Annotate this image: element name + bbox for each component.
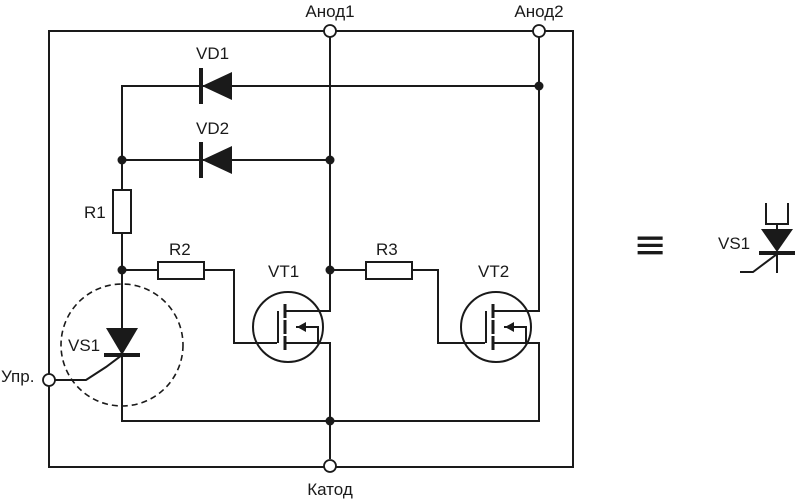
wire-r2-to-vt1-gate (203, 269, 258, 344)
transistor-vt2 (460, 291, 532, 363)
label-vs1: VS1 (68, 336, 100, 355)
resistor-r1 (112, 189, 132, 234)
junction-dot (117, 155, 127, 165)
junction-dot (325, 265, 335, 275)
wire-vt2-source (525, 342, 540, 422)
thyristor-vs1 (60, 283, 184, 407)
label-anode2: Анод2 (514, 2, 563, 21)
label-vt2: VT2 (478, 262, 509, 281)
junction-dot (325, 155, 335, 165)
wire-control (55, 353, 124, 381)
terminal-anode1 (323, 24, 337, 38)
resistor-r2 (157, 261, 205, 280)
thyristor-vs1-symbol (740, 203, 795, 273)
diode-vd2 (199, 142, 232, 178)
label-vt1: VT1 (268, 262, 299, 281)
terminal-control (42, 373, 56, 387)
label-r3: R3 (376, 240, 398, 259)
enclosure-frame (48, 30, 574, 468)
label-vd2: VD2 (196, 119, 229, 138)
label-anode1: Анод1 (305, 2, 354, 21)
junction-dot (325, 416, 335, 426)
label-control: Упр. (1, 367, 34, 386)
wire-r3-to-vt2-gate (411, 269, 467, 344)
terminal-anode2 (532, 24, 546, 38)
label-cathode: Катод (307, 480, 353, 499)
junction-dot (117, 265, 127, 275)
junction-dot (534, 81, 544, 91)
label-vs1-equivalent: VS1 (718, 234, 750, 253)
label-r2: R2 (169, 240, 191, 259)
resistor-r3 (365, 261, 413, 280)
label-vd1: VD1 (196, 44, 229, 63)
equivalence-sign: ≡ (633, 222, 667, 268)
label-r1: R1 (84, 203, 106, 222)
diode-vd1 (199, 68, 232, 104)
transistor-vt1 (252, 291, 324, 363)
terminal-cathode (323, 459, 337, 473)
